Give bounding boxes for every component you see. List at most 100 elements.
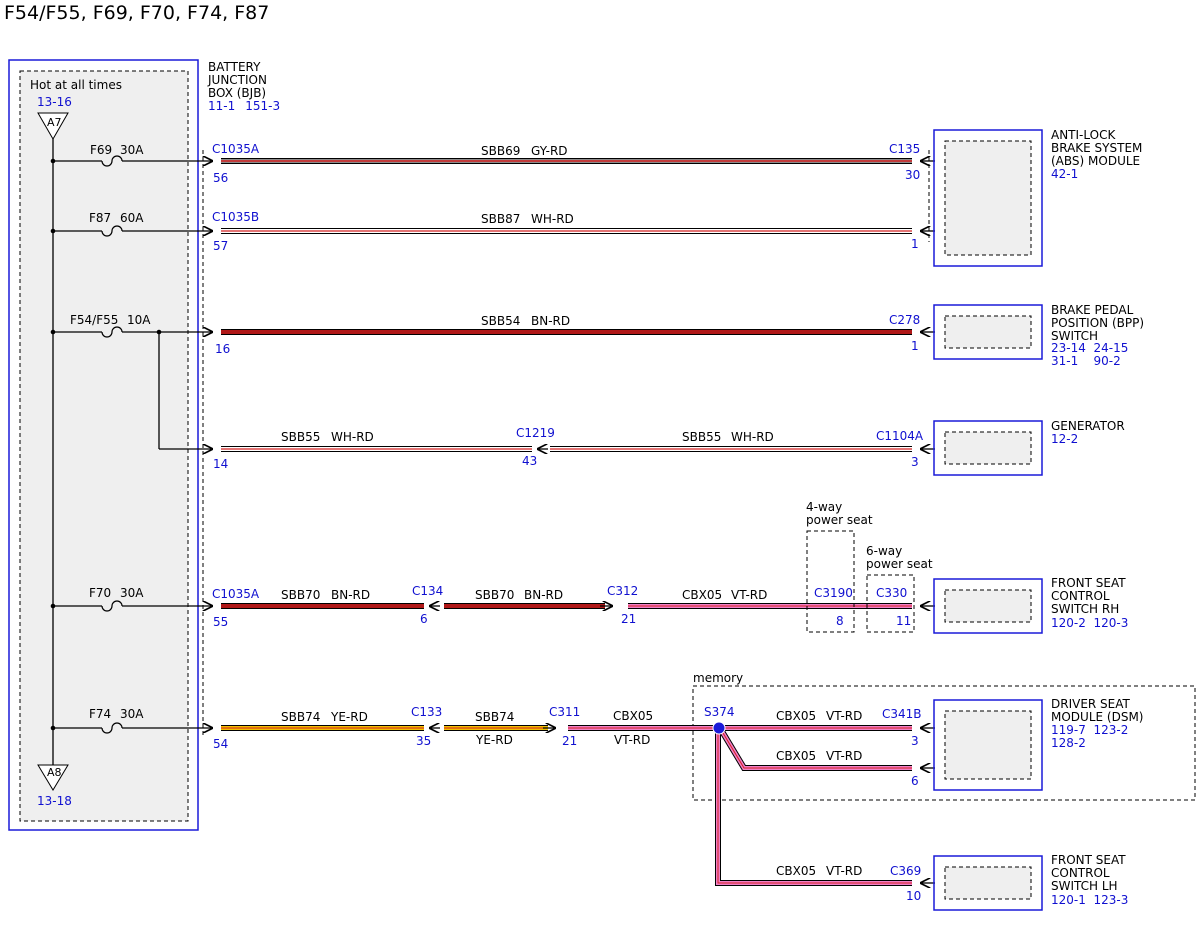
six-way-option-box	[866, 574, 915, 633]
gen-end-pin: 3	[911, 455, 919, 469]
dsm-circuit-1: SBB74	[281, 710, 320, 724]
bpp-switch	[933, 304, 1043, 360]
front-seat-switch-lh	[933, 855, 1043, 911]
dsm-c2-conn: C311	[549, 705, 580, 719]
front-seat-switch-lh-refs: 120-1 123-3	[1051, 893, 1128, 907]
seat-rh-circuit-1: SBB70	[281, 588, 320, 602]
seat-rh-end-conn: C330	[876, 586, 907, 600]
dsm-br3-color: VT-RD	[826, 864, 862, 878]
fuse-f54-f55: F54/F55 10A	[50, 313, 212, 449]
bpp-start-pin: 16	[215, 342, 230, 356]
front-seat-switch-rh-refs: 120-2 120-3	[1051, 616, 1128, 630]
seat-rh-end-pin: 11	[896, 614, 911, 628]
four-way-label: 4-way power seat	[806, 500, 873, 527]
abs-start-conn: C1035A	[212, 142, 260, 156]
abs-end-pin: 30	[905, 168, 920, 182]
seat-rh-color-1: BN-RD	[331, 588, 370, 602]
memory-label: memory	[693, 671, 743, 685]
bpp-end-pin: 1	[911, 339, 919, 353]
dsm-circuit-2: SBB74	[475, 710, 514, 724]
seat-rh-c1-conn: C134	[412, 584, 443, 598]
dsm-br3-conn: C369	[890, 864, 921, 878]
fuse-f70: F70 30A	[50, 586, 212, 612]
splice-label: S374	[704, 705, 735, 719]
abs2-circuit: SBB87	[481, 212, 520, 226]
seat-rh-circuit-2: SBB70	[475, 588, 514, 602]
top-marker-triangle	[37, 112, 69, 141]
bjb-bottom-ref: 13-18	[37, 794, 72, 808]
bpp-wire-color: BN-RD	[531, 314, 570, 328]
svg-text:F69: F69	[90, 143, 112, 157]
dsm-color-2: YE-RD	[475, 733, 513, 747]
dsm-c2-pin: 21	[562, 734, 577, 748]
battery-junction-box: Hot at all times 13-16 A7 A8 13-18	[8, 59, 199, 831]
dsm-br2-circuit: CBX05	[776, 749, 816, 763]
svg-text:30A: 30A	[120, 707, 144, 721]
gen-color-1: WH-RD	[331, 430, 374, 444]
seat-rh-start-conn: C1035A	[212, 587, 260, 601]
seat-rh-color-3: VT-RD	[731, 588, 767, 602]
abs2-start-pin: 57	[213, 239, 228, 253]
seat-rh-c2-conn: C312	[607, 584, 638, 598]
svg-text:30A: 30A	[120, 586, 144, 600]
dsm-c1-pin: 35	[416, 734, 431, 748]
splice-dot	[712, 721, 726, 735]
gen-end-conn: C1104A	[876, 429, 924, 443]
page-title: F54/F55, F69, F70, F74, F87	[4, 2, 269, 24]
dsm-br2-pin: 6	[911, 774, 919, 788]
bottom-marker-label: A8	[47, 766, 62, 779]
gen-color-2: WH-RD	[731, 430, 774, 444]
fuse-f87: F87 60A	[50, 211, 212, 237]
front-seat-switch-rh-name: FRONT SEAT CONTROL SWITCH RH	[1051, 576, 1129, 616]
four-way-option-box	[806, 530, 855, 633]
dsm-br1-pin: 3	[911, 734, 919, 748]
bpp-switch-name: BRAKE PEDAL POSITION (BPP) SWITCH	[1051, 303, 1148, 343]
fuse-f69: F69 30A	[50, 143, 212, 167]
abs-start-pin: 56	[213, 171, 228, 185]
bpp-end-conn: C278	[889, 313, 920, 327]
abs-module-name: ANTI-LOCK BRAKE SYSTEM (ABS) MODULE	[1051, 128, 1146, 168]
bjb-hot-label: Hot at all times	[30, 78, 122, 92]
gen-circuit-2: SBB55	[682, 430, 721, 444]
dsm-color-1: YE-RD	[330, 710, 368, 724]
gen-start-pin: 14	[213, 457, 228, 471]
driver-seat-module-refs: 119-7 123-2 128-2	[1051, 723, 1147, 750]
dsm-br1-color: VT-RD	[826, 709, 862, 723]
dsm-br3-circuit: CBX05	[776, 864, 816, 878]
gen-mid-conn: C1219	[516, 426, 555, 440]
dsm-c1-conn: C133	[411, 705, 442, 719]
abs-end-conn: C135	[889, 142, 920, 156]
bjb-name: BATTERY JUNCTION BOX (BJB)	[207, 60, 271, 100]
seat-rh-c2-pin: 21	[621, 612, 636, 626]
abs2-start-conn: C1035B	[212, 210, 259, 224]
fuse-f74: F74 30A	[50, 707, 212, 734]
dsm-br3-pin: 10	[906, 889, 921, 903]
gen-circuit-1: SBB55	[281, 430, 320, 444]
top-marker-label: A7	[47, 116, 62, 129]
dsm-start-pin: 54	[213, 737, 228, 751]
seat-rh-c1-pin: 6	[420, 612, 428, 626]
svg-text:10A: 10A	[127, 313, 151, 327]
abs-module-ref: 42-1	[1051, 167, 1078, 181]
abs2-end-pin: 1	[911, 237, 919, 251]
svg-text:F74: F74	[89, 707, 111, 721]
bpp-circuit: SBB54	[481, 314, 520, 328]
abs2-wire-color: WH-RD	[531, 212, 574, 226]
generator	[933, 420, 1043, 476]
bjb-top-ref: 13-16	[37, 95, 72, 109]
abs-circuit: SBB69	[481, 144, 520, 158]
svg-text:F87: F87	[89, 211, 111, 225]
svg-text:30A: 30A	[120, 143, 144, 157]
dsm-color-3: VT-RD	[614, 733, 650, 747]
svg-text:F54/F55: F54/F55	[70, 313, 118, 327]
dsm-br1-conn: C341B	[882, 707, 922, 721]
seat-rh-color-2: BN-RD	[524, 588, 563, 602]
abs-module	[933, 129, 1043, 267]
six-way-label: 6-way power seat	[866, 544, 933, 571]
dsm-circuit-3: CBX05	[613, 709, 653, 723]
seat-rh-circuit-3: CBX05	[682, 588, 722, 602]
generator-name: GENERATOR	[1051, 419, 1125, 433]
wire-cbx05	[568, 721, 935, 883]
svg-text:60A: 60A	[120, 211, 144, 225]
